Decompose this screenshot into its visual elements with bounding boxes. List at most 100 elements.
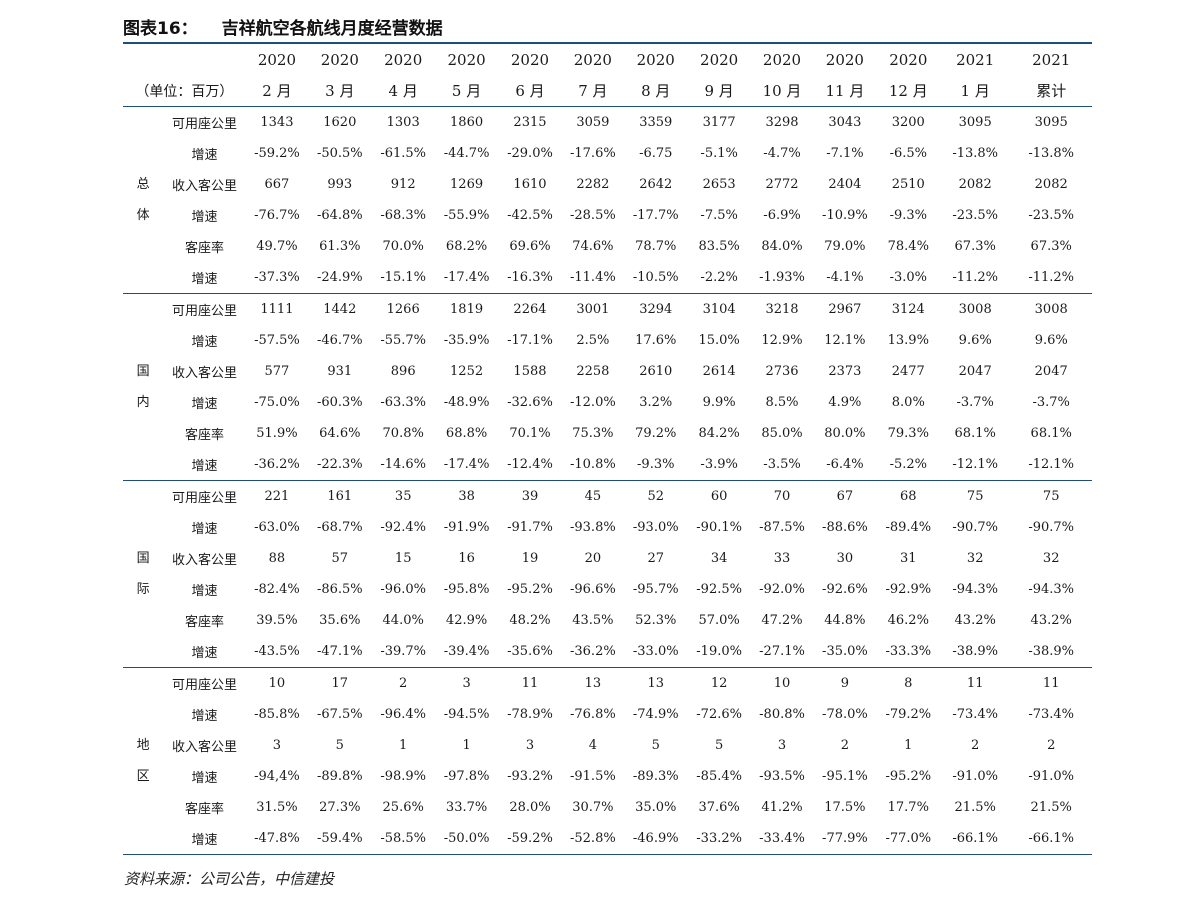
header-year: 2020 [700, 50, 739, 69]
table-cell: 78.7% [635, 239, 677, 254]
table-cell: 3294 [639, 302, 673, 317]
header-year: 2021 [1032, 50, 1071, 69]
table-cell: 2264 [513, 302, 547, 317]
table-cell: -28.5% [570, 208, 616, 223]
table-cell: 67 [836, 489, 854, 504]
table-cell: 221 [264, 489, 290, 504]
table-cell: -86.5% [316, 582, 363, 597]
table-cell: -73.4% [952, 707, 999, 722]
table-cell: -17.4% [434, 449, 499, 481]
table-cell: 78.4% [887, 239, 929, 254]
table-cell: 4 [588, 738, 597, 753]
header-month: 4 月 [371, 75, 435, 107]
table-cell: -92.4% [380, 520, 427, 535]
table-cell: 5 [714, 738, 724, 753]
header-year: 2021 [956, 50, 995, 69]
header-month: 9 月 [687, 75, 751, 107]
table-cell: -59.2% [254, 146, 300, 161]
group-label-char: 国 [136, 364, 150, 379]
table-cell: -55.7% [380, 333, 427, 348]
table-cell: 34 [710, 551, 728, 566]
table-cell: -36.2% [561, 636, 625, 668]
table-row: 增速-82.4%-86.5%-96.0%-95.8%-95.2%-96.6%-9… [123, 574, 1092, 605]
header-year: 2020 [636, 50, 675, 69]
header-month: 3 月 [308, 75, 372, 107]
table-cell: 38 [458, 489, 475, 504]
table-cell: 3043 [828, 115, 862, 130]
metric-label: 客座率 [184, 428, 224, 443]
table-cell: -63.0% [254, 520, 300, 535]
table-cell: -94.3% [1028, 582, 1075, 597]
table-cell: -89.8% [316, 769, 363, 784]
group-label-blank [123, 418, 163, 449]
table-cell: 4.9% [828, 395, 862, 410]
metric-label: 增速 [191, 709, 218, 724]
table-cell: 2047 [958, 364, 992, 379]
table-cell: 3001 [576, 302, 610, 317]
table-cell: 31 [900, 551, 917, 566]
table-cell: -19.0% [687, 636, 751, 668]
table-cell: -22.3% [308, 449, 372, 481]
table-row: 增速-36.2%-22.3%-14.6%-17.4%-12.4%-10.8%-9… [123, 449, 1092, 481]
table-cell: -93.0% [632, 520, 679, 535]
table-cell: 52 [647, 489, 665, 504]
table-cell: 3095 [1034, 115, 1068, 130]
table-cell: -7.1% [826, 146, 864, 161]
table-cell: 931 [327, 364, 353, 379]
table-cell: 3218 [765, 302, 799, 317]
table-cell: 75.3% [572, 426, 614, 441]
table-cell: -93.5% [759, 769, 805, 784]
table-cell: 12.1% [824, 333, 866, 348]
table-cell: -46.9% [624, 823, 688, 855]
table-cell: 2614 [702, 364, 736, 379]
table-cell: 13 [647, 676, 665, 691]
table-cell: 48.2% [509, 613, 551, 628]
table-cell: 13.9% [887, 333, 929, 348]
group-label: 地区 [123, 730, 163, 792]
table-cell: 67.3% [1030, 239, 1072, 254]
table-cell: -96.6% [570, 582, 616, 597]
table-cell: -95.7% [632, 582, 679, 597]
table-cell: 42.9% [445, 613, 488, 628]
group-label: 总体 [123, 169, 163, 231]
table-cell: -9.3% [624, 449, 688, 481]
table-cell: -13.8% [1028, 146, 1075, 161]
table-cell: -3.7% [1032, 395, 1070, 410]
header-year: 2020 [320, 50, 359, 69]
table-cell: 85.0% [761, 426, 803, 441]
table-cell: -85.8% [254, 707, 300, 722]
table-cell: -10.5% [624, 262, 688, 294]
table-cell: 12 [710, 676, 728, 691]
table-cell: 84.2% [698, 426, 740, 441]
table-cell: 5 [651, 738, 660, 753]
metric-label: 增速 [191, 522, 218, 537]
table-cell: 2610 [639, 364, 673, 379]
table-cell: 2642 [639, 177, 673, 192]
table-cell: 79.2% [635, 426, 677, 441]
table-cell: 9.9% [702, 395, 736, 410]
group-label-blank [123, 636, 164, 668]
table-cell: -96.4% [380, 707, 427, 722]
table-cell: 2373 [828, 364, 862, 379]
table-cell: -92.6% [822, 582, 868, 597]
table-cell: 2 [1047, 738, 1056, 753]
table-cell: 8.5% [765, 395, 799, 410]
table-cell: 17 [331, 676, 349, 691]
table-cell: 577 [264, 364, 290, 379]
table-cell: 75 [966, 489, 984, 504]
table-cell: 60 [710, 489, 728, 504]
table-cell: -89.4% [885, 520, 932, 535]
table-cell: -92.5% [696, 582, 742, 597]
table-cell: 2510 [891, 177, 925, 192]
table-cell: -3.5% [750, 449, 814, 481]
table-cell: -38.9% [1010, 636, 1092, 668]
table-cell: 1860 [450, 115, 484, 130]
table-cell: 69.6% [509, 239, 551, 254]
table-cell: 1588 [513, 364, 547, 379]
header-month: 7 月 [561, 75, 625, 107]
table-cell: 32 [966, 551, 984, 566]
table-cell: 79.3% [887, 426, 929, 441]
